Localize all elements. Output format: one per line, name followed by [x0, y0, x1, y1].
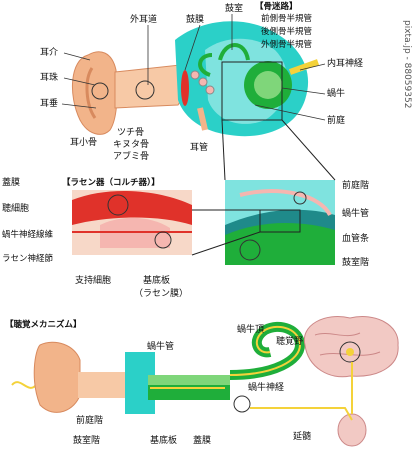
- tectorial-membrane-label: 蓋膜: [2, 178, 21, 188]
- auricle-label: 耳介: [40, 48, 59, 58]
- cochlear-nerve-fibers-label: 蝸牛神経線維: [2, 230, 54, 240]
- anterior-canal-label: 前側骨半規管: [261, 14, 313, 24]
- tectorial-membrane-2-label: 蓋膜: [193, 436, 212, 446]
- eustachian-tube-label: 耳管: [190, 143, 209, 153]
- lateral-canal-label: 外側骨半規管: [261, 40, 313, 50]
- earlobe-label: 耳垂: [40, 99, 59, 109]
- spiral-ganglion-label: ラセン神経節: [2, 254, 54, 264]
- basilar-membrane-2-label: 基底板: [150, 436, 178, 446]
- ear-cross-section: [71, 21, 320, 137]
- tragus-label: 耳珠: [40, 73, 59, 83]
- outer-ear-canal-label: 外耳道: [130, 15, 158, 25]
- posterior-canal-label: 後側骨半規管: [261, 27, 313, 37]
- medulla-label: 延髄: [293, 432, 312, 442]
- cochlear-duct-label: 蝸牛管: [342, 209, 370, 219]
- organ-of-corti-header: 【ラセン器（コルチ器）】: [62, 178, 160, 188]
- hair-cells-label: 聴細胞: [2, 204, 30, 214]
- scala-vestibuli-2-label: 前庭階: [76, 416, 104, 426]
- hearing-mechanism-header: 【聴覚メカニズム】: [5, 320, 82, 330]
- watermark: pixta.jp - 88059352: [402, 20, 412, 109]
- vestibule-label: 前庭: [327, 116, 346, 126]
- cochlear-nerve-label: 蝸牛神経: [248, 383, 285, 393]
- stapes-label: アブミ骨: [113, 152, 150, 162]
- supporting-cells-label: 支持細胞: [75, 276, 112, 286]
- eardrum-label: 鼓膜: [186, 15, 205, 25]
- incus-label: キヌタ骨: [113, 140, 150, 150]
- brain-shape: [303, 316, 399, 378]
- inner-ear-nerve-label: 内耳神経: [327, 59, 364, 69]
- malleus-label: ツチ骨: [117, 128, 145, 138]
- cochlea-label: 蝸牛: [327, 89, 346, 99]
- auricle-shape: [71, 51, 118, 135]
- scala-vestibuli-label: 前庭階: [342, 181, 370, 191]
- tympanic-cavity-label: 鼓室: [225, 4, 244, 14]
- auditory-cortex-label: 聴覚野: [276, 337, 304, 347]
- cochlea-cross-panel: [191, 119, 336, 265]
- cochlear-apex-label: 蝸牛頂: [237, 325, 265, 335]
- ossicles-label: 耳小骨: [70, 138, 98, 148]
- basilar-membrane-alt-label: （ラセン膜）: [134, 289, 189, 299]
- scala-tympani-2-label: 鼓室階: [73, 436, 101, 446]
- skeleton-header: 【骨迷路】: [255, 2, 298, 12]
- organ-of-corti-panel: [72, 190, 192, 255]
- hearing-mechanism: [11, 316, 399, 447]
- scala-tympani-label: 鼓室階: [342, 258, 370, 268]
- cochlear-duct-2-label: 蝸牛管: [147, 342, 175, 352]
- basilar-membrane-label: 基底板: [143, 276, 171, 286]
- stria-vascularis-label: 血管条: [342, 234, 370, 244]
